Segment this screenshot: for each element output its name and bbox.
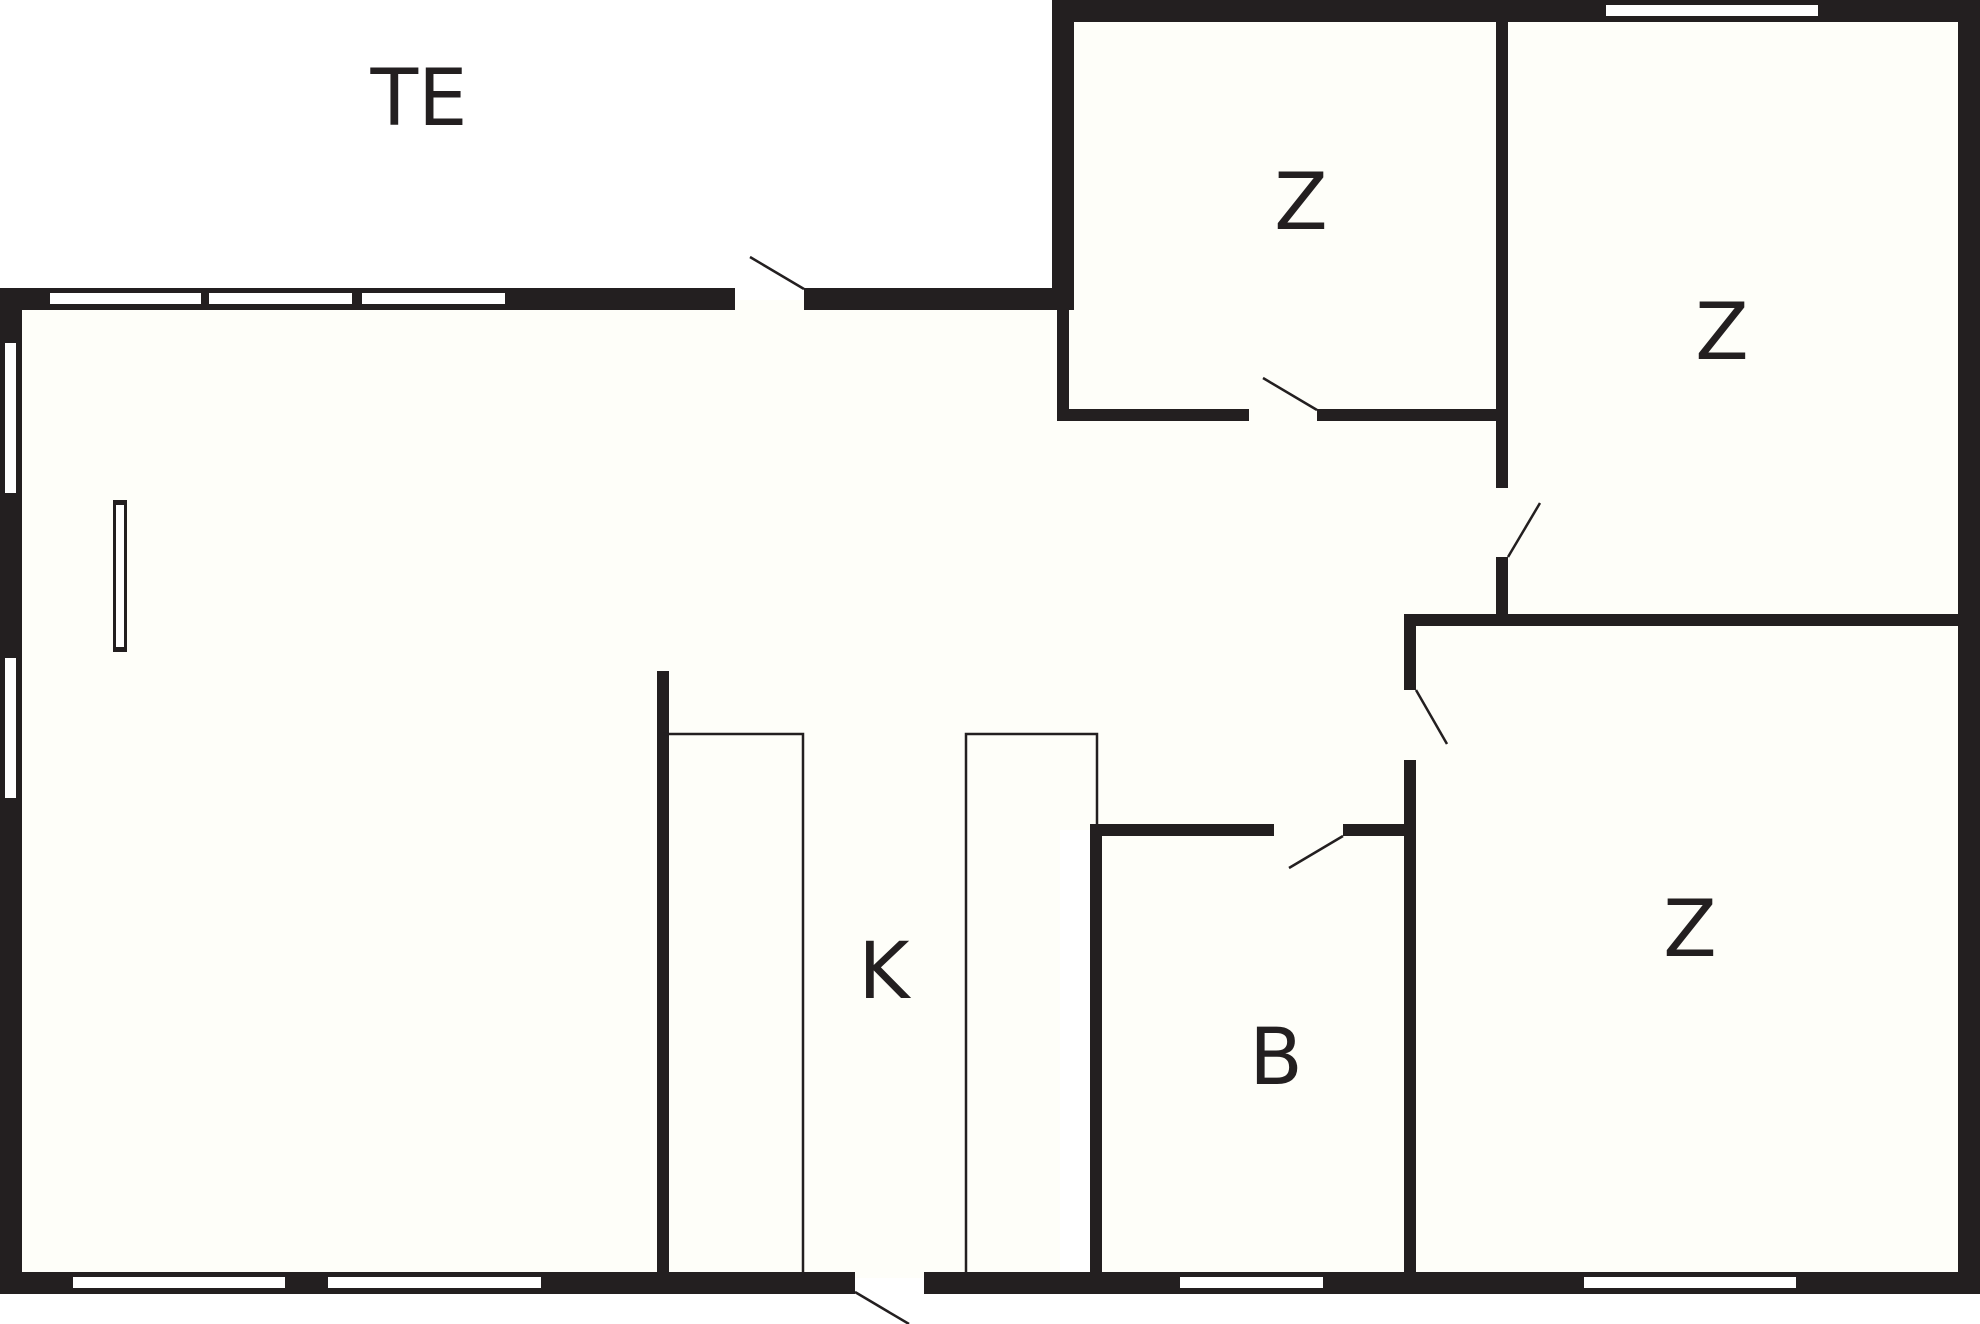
window-living-top-2 [209, 293, 352, 304]
wall-room-top-middle-left [1052, 0, 1074, 310]
label-room-top-right: Z [1695, 288, 1748, 378]
floor-areas [12, 12, 1968, 1278]
glass-panel [113, 500, 127, 652]
wall-bathroom-left [1090, 824, 1102, 1280]
wall-top [1052, 0, 1980, 22]
wall-kitchen-left [657, 671, 669, 1280]
wall-room-bottom-right-left-upper [1404, 614, 1416, 690]
door-swings [749, 255, 1542, 1324]
floor-bathroom [1096, 830, 1410, 1278]
wall-room-top-middle-bottom-right [1317, 409, 1507, 421]
door-room-top-right [1506, 502, 1542, 558]
window-bottom-1 [73, 1277, 285, 1288]
windows [5, 5, 1818, 1288]
wall-divider-top-lower [1496, 557, 1508, 620]
counter-left [663, 732, 805, 1276]
label-room-top-middle: Z [1274, 158, 1327, 248]
floor-living [12, 300, 1060, 1278]
door-room-top-middle [1262, 376, 1318, 412]
door-entrance [854, 1290, 910, 1324]
floor-room-top-right [1500, 12, 1968, 620]
counter-right [964, 732, 1099, 1276]
floor-hall-lower [1060, 600, 1410, 830]
window-living-top-3 [362, 293, 505, 304]
window-left-2 [5, 658, 16, 798]
wall-room-top-middle-left-lower [1057, 300, 1069, 420]
room-labels: TE Z Z Z K B [370, 54, 1749, 1103]
wall-right [1958, 0, 1980, 1294]
floor-room-bottom-right [1410, 620, 1968, 1278]
window-bottom-4 [1584, 1277, 1796, 1288]
wall-right-rooms-divider [1404, 614, 1968, 626]
window-left-1 [5, 343, 16, 493]
floor-room-top-middle [1060, 12, 1500, 412]
floor-hall [1060, 412, 1500, 617]
label-kitchen: K [858, 927, 911, 1017]
wall-room-top-middle-bottom-left [1057, 409, 1249, 421]
door-terrace [749, 255, 805, 291]
label-terrace: TE [370, 54, 468, 144]
label-bathroom: B [1249, 1013, 1303, 1103]
label-room-bottom-right: Z [1663, 885, 1716, 975]
window-top-right [1606, 5, 1818, 16]
window-bottom-2 [328, 1277, 541, 1288]
wall-bottom-right [924, 1272, 1980, 1294]
wall-living-top-right [804, 288, 1074, 310]
door-bathroom [1288, 834, 1344, 870]
kitchen-counters [663, 732, 1099, 1276]
wall-bathroom-top-left [1090, 824, 1274, 836]
panel-glass [116, 505, 124, 647]
wall-room-bottom-right-left-lower [1404, 760, 1416, 1280]
window-bottom-3 [1180, 1277, 1323, 1288]
wall-divider-top [1496, 12, 1508, 488]
wall-bathroom-top-right [1343, 824, 1410, 836]
door-room-bottom-right [1414, 689, 1449, 745]
window-living-top-1 [50, 293, 201, 304]
